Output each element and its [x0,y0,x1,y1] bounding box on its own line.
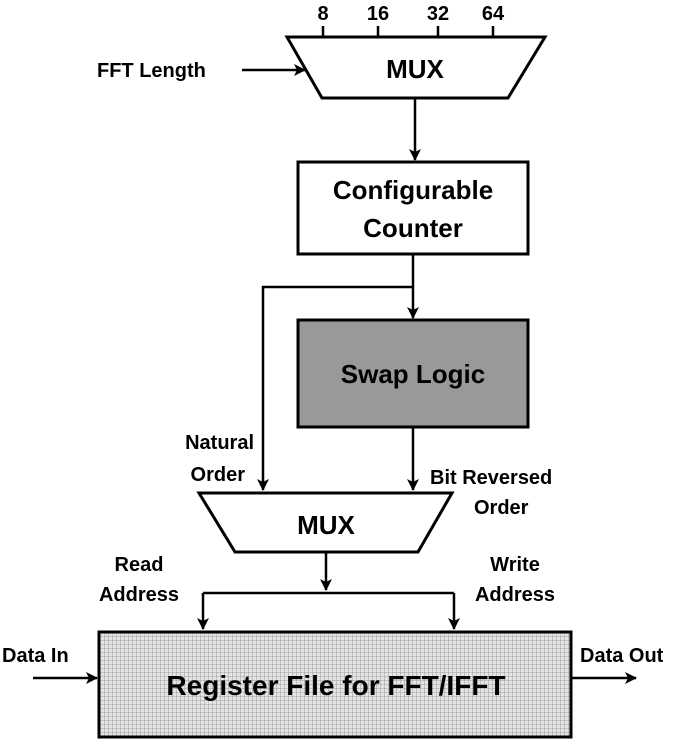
register-file-label: Register File for FFT/IFFT [166,670,505,701]
top-mux-label: MUX [386,54,444,84]
natural-order-label-line2: Order [191,464,246,486]
swap-logic-label: Swap Logic [341,359,485,389]
natural-order-label-line1: Natural [185,432,254,454]
fft-length-label: FFT Length [97,60,206,82]
bottom-mux-label: MUX [297,510,355,540]
top-mux-input-labels: 8 16 32 64 [317,3,505,25]
register-file-block [97,630,573,739]
input-label-64: 64 [482,3,505,25]
input-label-32: 32 [427,3,449,25]
data-out-label: Data Out [580,645,664,667]
input-label-16: 16 [367,3,389,25]
write-address-label-line2: Address [475,584,555,606]
read-address-label-line1: Read [115,554,164,576]
bit-reversed-label-line2: Order [474,497,529,519]
top-mux-block [284,35,548,100]
input-label-8: 8 [317,3,328,25]
bottom-mux-block [196,491,455,554]
swap-logic-block [296,318,530,429]
counter-label-line1: Configurable [333,175,493,205]
data-in-label: Data In [2,645,69,667]
natural-order-branch-arrow [257,285,413,491]
read-address-label-line2: Address [99,584,179,606]
bit-reversed-label-line1: Bit Reversed [430,467,552,489]
counter-label-line2: Counter [363,213,463,243]
write-address-label-line1: Write [490,554,540,576]
